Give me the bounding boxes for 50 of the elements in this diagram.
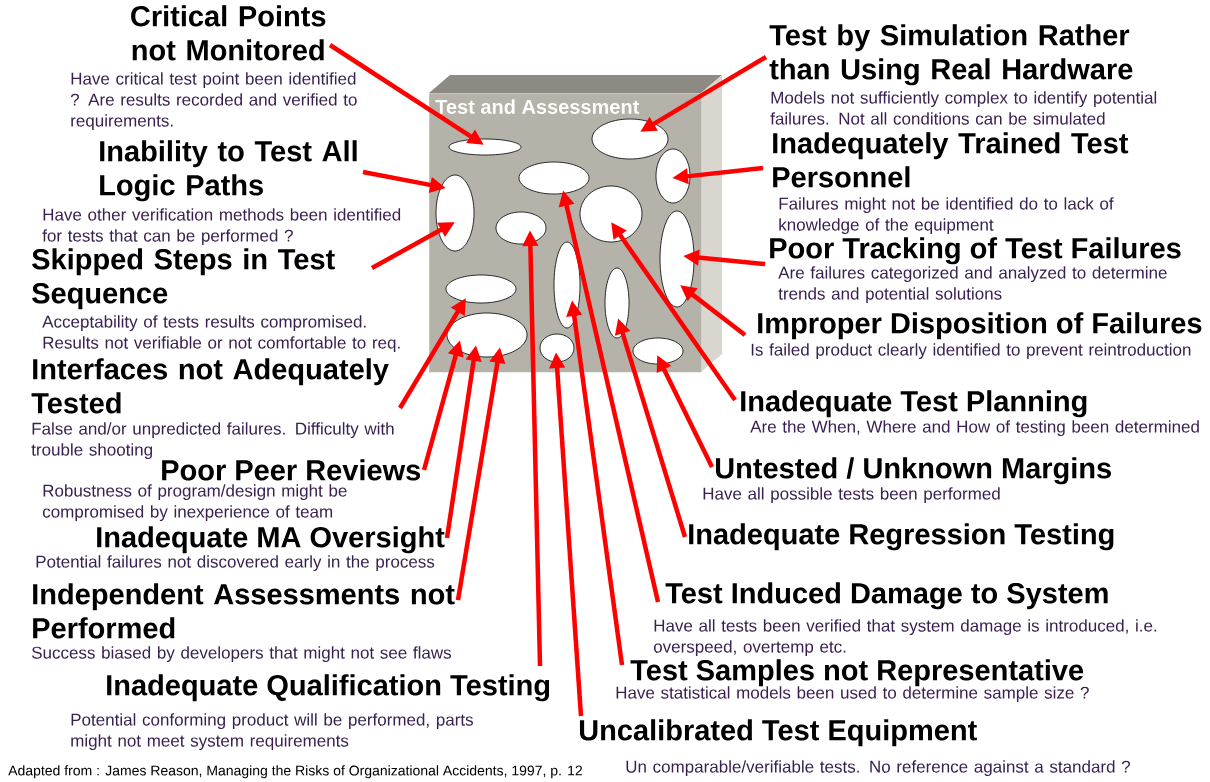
cause-heading: Poor Peer Reviews <box>162 459 421 481</box>
hole <box>539 333 575 363</box>
cause-description: Have all tests been verified that system damage is introduced, i.e. overspeed, overtemp etc. <box>653 619 1157 657</box>
hole <box>518 161 590 195</box>
cause-description: Are failures categorized and analyzed to determine trends and potential solutions <box>778 266 1167 304</box>
cause-description: Success biased by developers that might not see flaws <box>31 646 451 663</box>
cause-description: False and/or unpredicted failures. Difficulty with trouble shooting <box>31 422 394 460</box>
hole <box>446 312 528 358</box>
cause-description: Potential failures not discovered early in the process <box>36 555 435 572</box>
hole <box>591 118 669 160</box>
cause-heading: Inability to Test All Logic Paths <box>100 140 357 202</box>
cause-heading: Independent Assessments not Performed <box>33 583 455 639</box>
hole <box>659 210 695 308</box>
cause-heading: Inadequate MA Oversight <box>97 526 445 554</box>
cause-description: Potential conforming product will be performed, parts might not meet system requirements <box>71 713 473 751</box>
hole <box>495 211 547 245</box>
cause-description: Un comparable/verifiable tests. No reference against a standard ? <box>626 760 1131 777</box>
cause-heading: Uncalibrated Test Equipment <box>579 719 977 747</box>
cause-heading: Skipped Steps in Test Sequence <box>32 248 335 310</box>
hole <box>604 267 630 339</box>
cause-heading: Test Induced Damage to System <box>665 582 1108 610</box>
cause-heading: Interfaces not Adequately Tested <box>31 358 389 414</box>
cause-description: Are the When, Where and How of testing been determined <box>750 420 1199 437</box>
hole <box>435 174 475 252</box>
cause-description: Models not sufficiently complex to identify potential failures. Not all conditions can be simulated <box>770 91 1157 125</box>
cause-heading: Inadequately Trained Test Personnel <box>773 132 1129 188</box>
hole <box>445 274 517 304</box>
hole <box>579 185 643 243</box>
cause-heading: Critical Points not Monitored <box>131 5 326 61</box>
hole <box>448 138 522 156</box>
cause-heading: Test by Simulation Rather than Using Real Hardware <box>769 24 1133 86</box>
cause-heading: Poor Tracking of Test Failures <box>770 237 1181 265</box>
hole <box>655 148 691 204</box>
cause-heading: Untested / Unknown Margins <box>715 457 1111 485</box>
cause-description: Have all possible tests been performed <box>703 487 1000 504</box>
cause-description: Have critical test point been identified ? Are results recorded and verified to requirements. <box>70 72 357 131</box>
cause-description: Have statistical models been used to determine sample size ? <box>616 686 1089 703</box>
cause-heading: Inadequate Regression Testing <box>689 523 1114 551</box>
cause-description: Acceptability of tests results compromised. Results not verifiable or not comfortable to req. <box>42 315 400 353</box>
cause-heading: Improper Disposition of Failures <box>758 312 1202 340</box>
hole <box>632 337 684 365</box>
cause-description: Have other verification methods been identified for tests that can be performed ? <box>42 208 401 246</box>
cause-heading: Inadequate Test Planning <box>741 390 1087 418</box>
cause-description: Is failed product clearly identified to prevent reintroduction <box>751 343 1191 360</box>
cause-heading: Test Samples not Representative <box>630 659 1084 687</box>
source-note: Adapted from : James Reason, Managing the Risks of Organizational Accidents, 1997, p. 12 <box>8 765 582 779</box>
cause-heading: Inadequate Qualification Testing <box>107 674 550 702</box>
cause-description: Robustness of program/design might be compromised by inexperience of team <box>42 484 347 522</box>
hole <box>553 241 581 329</box>
cause-description: Failures might not be identified do to lack of knowledge of the equipment <box>779 197 1114 235</box>
